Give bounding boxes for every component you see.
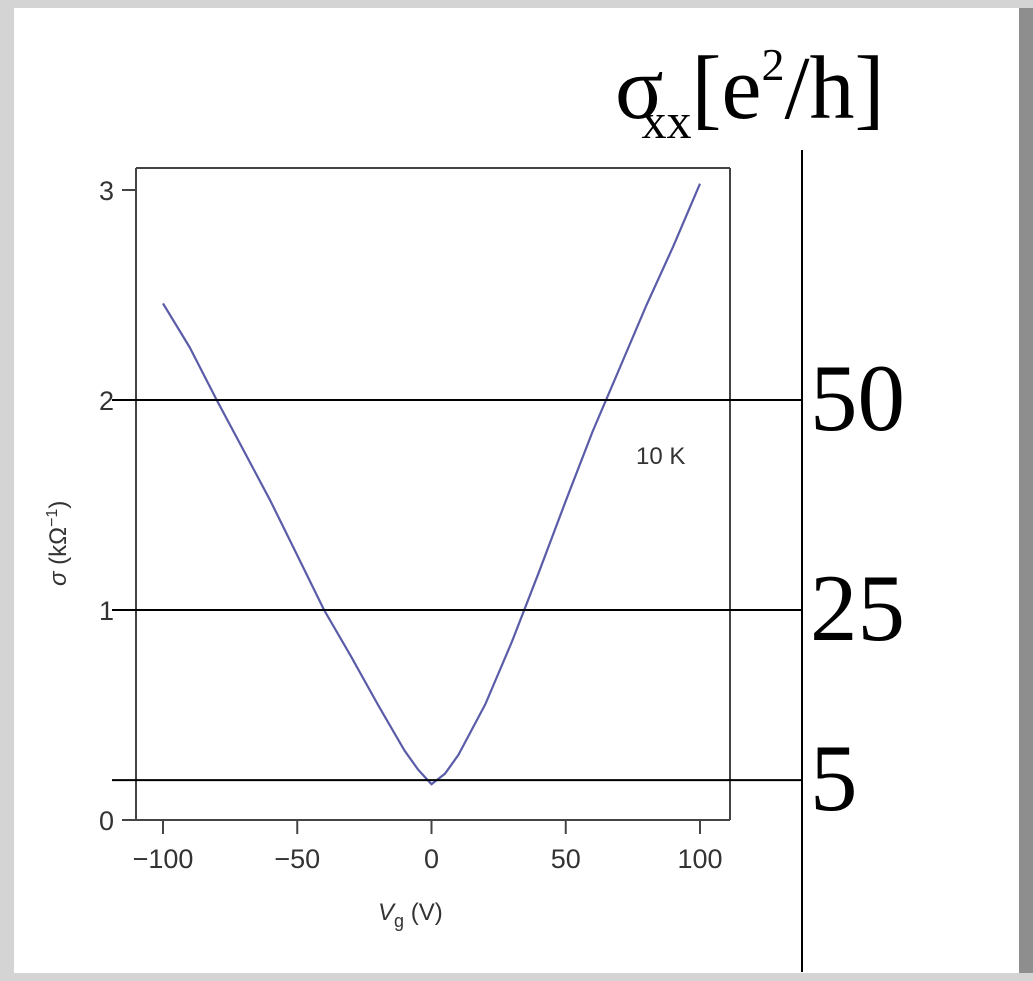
- x-tick-label: −100: [133, 844, 194, 874]
- series-line: [162, 183, 702, 786]
- overlay-label-5: 5: [810, 725, 858, 831]
- overlay-label-50: 50: [810, 345, 905, 451]
- overlay-title: σxx[e2/h]: [615, 39, 884, 149]
- y-axis-ticks: 0 1 2 3: [99, 176, 136, 836]
- x-tick-label: 0: [424, 844, 439, 874]
- y-axis-label-unit-post: ): [45, 501, 72, 509]
- x-axis-label: Vg (V): [378, 899, 443, 931]
- y-tick-label: 0: [99, 806, 114, 836]
- x-tick-label: 100: [677, 844, 722, 874]
- overlay-title-bracket-close: /h]: [784, 39, 884, 138]
- overlay-title-sup: 2: [761, 39, 784, 90]
- y-axis-label-unit-pre: (kΩ: [45, 527, 72, 572]
- x-tick-label: −50: [274, 844, 320, 874]
- plot-frame: [135, 167, 731, 821]
- y-axis-label-unit-sup: −1: [44, 509, 61, 527]
- annotation-temperature: 10 K: [636, 443, 685, 470]
- x-tick-label: 50: [551, 844, 581, 874]
- x-axis-label-unit: (V): [404, 899, 443, 926]
- overlay-title-sub: xx: [642, 93, 692, 149]
- y-axis-label-main: σ: [45, 570, 72, 586]
- overlay-title-sigma: σ: [615, 39, 664, 138]
- y-tick-label: 2: [99, 386, 114, 416]
- x-axis-label-main: V: [378, 899, 396, 926]
- x-axis-ticks: −100 −50 0 50 100: [133, 820, 723, 874]
- right-edge-strip: [1019, 8, 1033, 973]
- overlay-lines: 50 25 5: [112, 345, 905, 831]
- y-tick-label: 3: [99, 176, 114, 206]
- y-axis-label: σ (kΩ−1): [44, 501, 72, 586]
- data-series-layer: [162, 183, 702, 786]
- y-tick-label: 1: [99, 596, 114, 626]
- overlay-title-bracket-open: [e: [692, 39, 762, 138]
- x-axis-label-sub: g: [394, 911, 404, 931]
- overlay-label-25: 25: [810, 555, 905, 661]
